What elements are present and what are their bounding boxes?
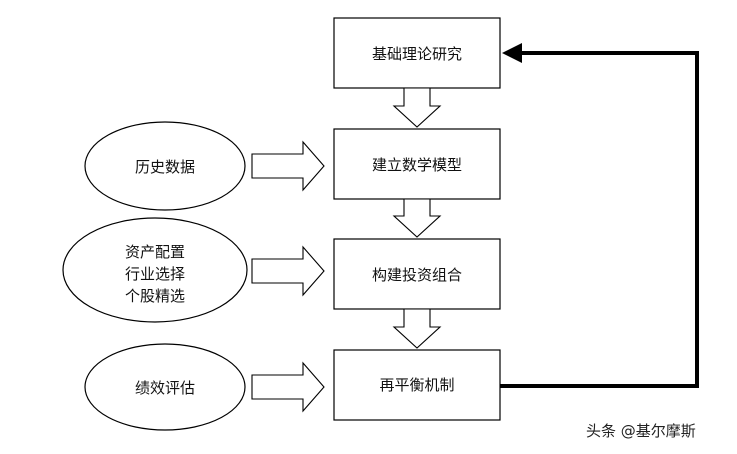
- ellipse-evaluation: 绩效评估: [84, 343, 246, 431]
- ellipse-allocation-line-1: 资产配置: [125, 243, 185, 261]
- right-arrow-1: [251, 140, 325, 192]
- right-arrow-3: [251, 361, 325, 413]
- ellipse-history: 历史数据: [84, 121, 246, 211]
- ellipse-allocation: 资产配置 行业选择 个股精选: [62, 217, 248, 323]
- box-rebalance-label: 再平衡机制: [379, 376, 454, 394]
- ellipse-history-label: 历史数据: [135, 158, 195, 176]
- watermark: 头条 @基尔摩斯: [586, 422, 696, 440]
- box-portfolio-label: 构建投资组合: [372, 266, 462, 284]
- ellipse-allocation-line-2: 行业选择: [125, 265, 185, 283]
- box-rebalance: 再平衡机制: [333, 349, 501, 421]
- box-model-label: 建立数学模型: [372, 156, 462, 174]
- right-arrow-2: [251, 245, 325, 297]
- ellipse-evaluation-label: 绩效评估: [135, 379, 195, 397]
- box-theory: 基础理论研究: [333, 17, 501, 89]
- feedback-arrowhead: [502, 43, 522, 63]
- down-arrow-3: [392, 308, 442, 349]
- down-arrow-1: [392, 87, 442, 128]
- ellipse-allocation-line-3: 个股精选: [125, 287, 185, 305]
- feedback-loop-arrow: [500, 48, 699, 388]
- down-arrow-2: [392, 198, 442, 238]
- box-model: 建立数学模型: [333, 128, 501, 200]
- box-theory-label: 基础理论研究: [372, 45, 462, 63]
- box-portfolio: 构建投资组合: [333, 238, 501, 310]
